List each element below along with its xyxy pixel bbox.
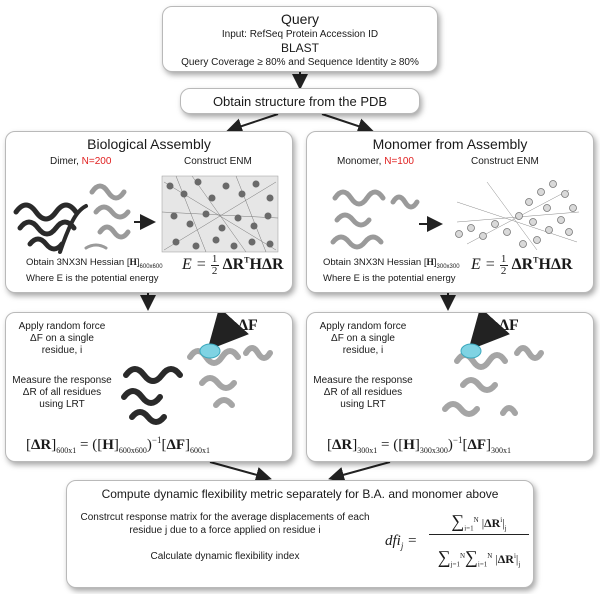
arrow-mono-to-dfi (328, 461, 391, 483)
bio-hessian-text: Obtain 3NX3N Hessian [H]600x600 Where E … (26, 257, 163, 284)
dfi-title: Compute dynamic flexibility metric separ… (101, 487, 499, 501)
dfi-line1: Constrcut response matrix for the averag… (80, 512, 370, 536)
mono-force-text: Apply random force ΔF on a single residu… (319, 321, 407, 356)
bio-eq-sub-f: 600x1 (190, 446, 211, 455)
bio-force-structure-image (121, 313, 273, 425)
bio-energy-text: Where E is the potential energy (26, 272, 159, 284)
query-title: Query (280, 11, 320, 27)
query-box: Query Input: RefSeq Protein Accession ID… (162, 6, 438, 72)
mono-force-structure-image (442, 313, 544, 417)
mono-response-text: Measure the response ΔR of all residues … (313, 375, 413, 410)
bio-dimer-label: Dimer, N=200 (50, 156, 112, 167)
bio-title: Biological Assembly (87, 136, 211, 152)
mono-response-box: Apply random force ΔF on a single residu… (306, 312, 594, 462)
bio-n-count: N=200 (81, 156, 112, 167)
mono-force-arrow-icon (468, 313, 510, 351)
bio-enm-label: Construct ENM (184, 156, 252, 167)
bio-assembly-box: Biological Assembly Dimer, N=200 Constru… (5, 131, 293, 293)
mono-lrt-equation: [ΔR]300x1 = ([H]300x300)−1[ΔF]300x1 (327, 435, 512, 455)
mono-monomer-label: Monomer, N=100 (337, 156, 414, 167)
bio-response-text: Measure the response ΔR of all residues … (12, 375, 112, 410)
dfi-line2: Calculate dynamic flexibility index (150, 551, 300, 562)
mono-energy-text: Where E is the potential energy (323, 272, 456, 284)
arrow-bio-to-dfi (209, 461, 272, 483)
arrow-pdb-to-bio (226, 113, 279, 134)
query-criteria: Query Coverage ≥ 80% and Sequence Identi… (181, 57, 419, 68)
mono-title: Monomer from Assembly (372, 136, 528, 152)
monomer-structure-image (330, 180, 580, 251)
bio-force-text: Apply random force ΔF on a single residu… (18, 321, 106, 356)
bio-lrt-equation: [ΔR]600x1 = ([H]600x600)−1[ΔF]600x1 (26, 435, 211, 455)
arrow-pdb-to-mono (321, 113, 374, 134)
query-blast: BLAST (280, 41, 319, 55)
pdb-box: Obtain structure from the PDB (180, 88, 420, 114)
mono-eq-sub-f: 300x1 (491, 446, 512, 455)
dfi-box: Compute dynamic flexibility metric separ… (66, 480, 534, 588)
pdb-label: Obtain structure from the PDB (212, 94, 388, 109)
query-input: Input: RefSeq Protein Accession ID (221, 29, 379, 40)
mono-hessian-text: Obtain 3NX3N Hessian [H]300x300 Where E … (323, 257, 460, 284)
dimer-structure-image (13, 175, 279, 254)
monomer-assembly-box: Monomer from Assembly Monomer, N=100 Con… (306, 131, 594, 293)
bio-force-arrow-icon (207, 313, 249, 351)
dfi-formula: dfij = ∑i=1N |ΔRi|j ∑j=1N∑i=1N |ΔRi|j (385, 509, 531, 583)
mono-n-count: N=100 (384, 156, 414, 167)
bio-response-box: Apply random force ΔF on a single residu… (5, 312, 293, 462)
mono-enm-label: Construct ENM (471, 156, 539, 167)
